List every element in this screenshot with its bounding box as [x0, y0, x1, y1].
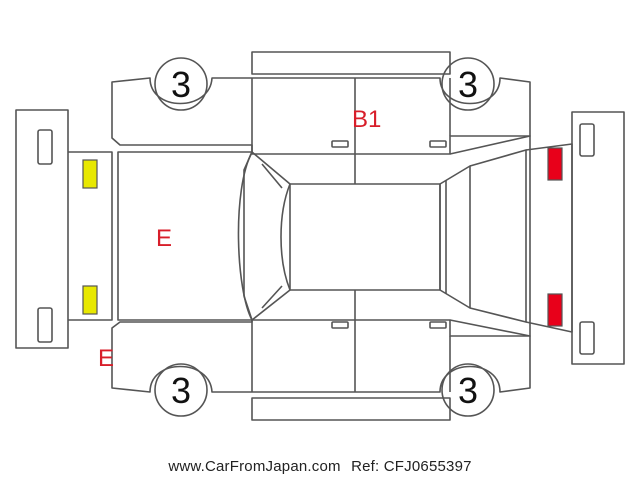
rear-bumper [571, 111, 625, 365]
trunk-lid [449, 135, 573, 337]
wheel-front-right-label: 3 [171, 370, 191, 411]
roof [280, 183, 441, 291]
footer-credit: www.CarFromJapan.com Ref: CFJ0655397 [0, 458, 640, 475]
windshield [237, 151, 291, 321]
wheel-front-left-label: 3 [171, 64, 191, 105]
rear-light-lower [547, 293, 563, 327]
footer-site: www.CarFromJapan.com [168, 458, 341, 475]
wheel-rear-right-label: 3 [458, 370, 478, 411]
wheel-front-right [154, 363, 208, 417]
top-side-panel [111, 77, 531, 184]
front-light-upper [82, 159, 98, 189]
wheel-rear-left [441, 57, 495, 111]
front-bumper [15, 109, 69, 349]
wheel-rear-right [441, 363, 495, 417]
front-light-lower [82, 285, 98, 315]
bottom-rocker-panel [251, 397, 451, 421]
rear-window [439, 165, 471, 309]
damage-label-front-corner: E [98, 345, 114, 372]
wheel-rear-left-label: 3 [458, 64, 478, 105]
damage-label-roof-rear: B1 [352, 106, 381, 133]
wheel-front-left [154, 57, 208, 111]
damage-label-hood: E [156, 225, 172, 252]
footer-ref: Ref: CFJ0655397 [351, 458, 472, 475]
rear-light-upper [547, 147, 563, 181]
top-rocker-panel [251, 51, 451, 75]
